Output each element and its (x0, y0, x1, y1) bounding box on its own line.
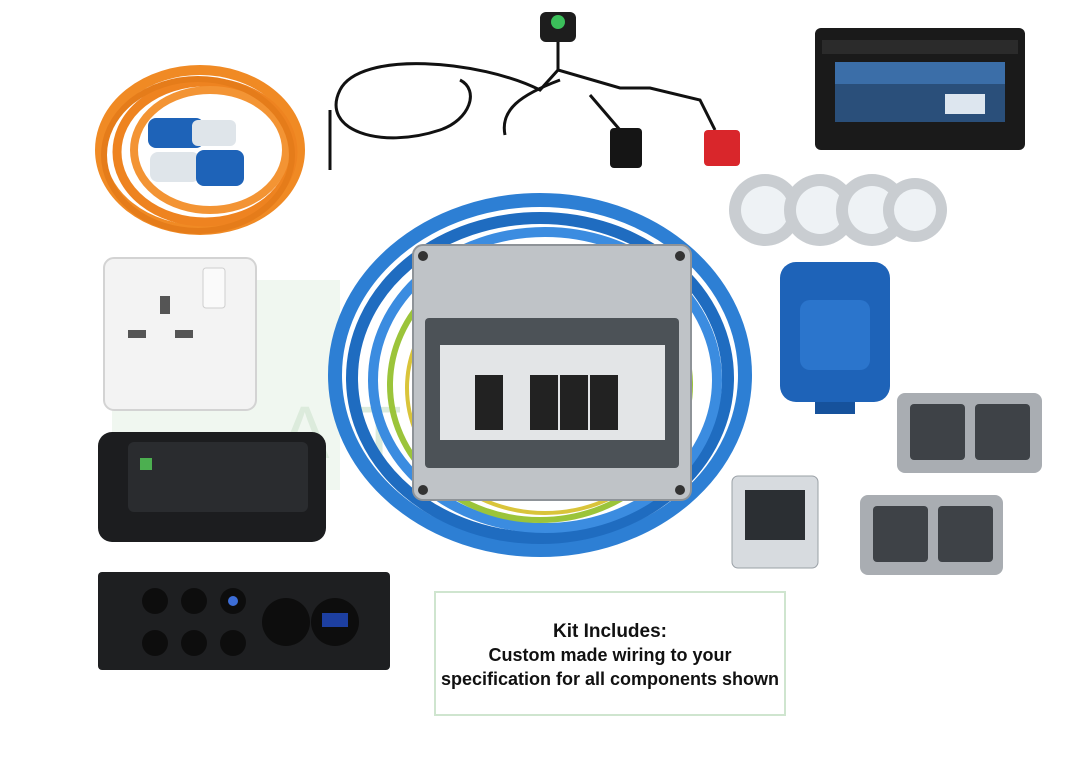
orange-hookup-lead (95, 65, 305, 235)
switch-panel (98, 572, 390, 670)
blade-fuse-box (731, 475, 819, 569)
leisure-battery (815, 28, 1025, 150)
led-spotlights (729, 174, 947, 246)
blue-hookup-inlet (780, 262, 890, 414)
battery-charger (98, 432, 326, 542)
geya-consumer-unit (412, 244, 692, 501)
battery-sensor-leads (328, 12, 740, 170)
grey-double-socket-top (897, 393, 1042, 473)
kit-includes-box: Kit Includes: Custom made wiring to your… (434, 591, 786, 716)
grey-double-socket-bottom (860, 495, 1003, 575)
white-switched-socket (103, 257, 257, 411)
kit-includes-title: Kit Includes: (552, 621, 667, 642)
kit-includes-line2: specification for all components shown (440, 669, 780, 689)
kit-includes-line1: Custom made wiring to your (488, 645, 732, 665)
